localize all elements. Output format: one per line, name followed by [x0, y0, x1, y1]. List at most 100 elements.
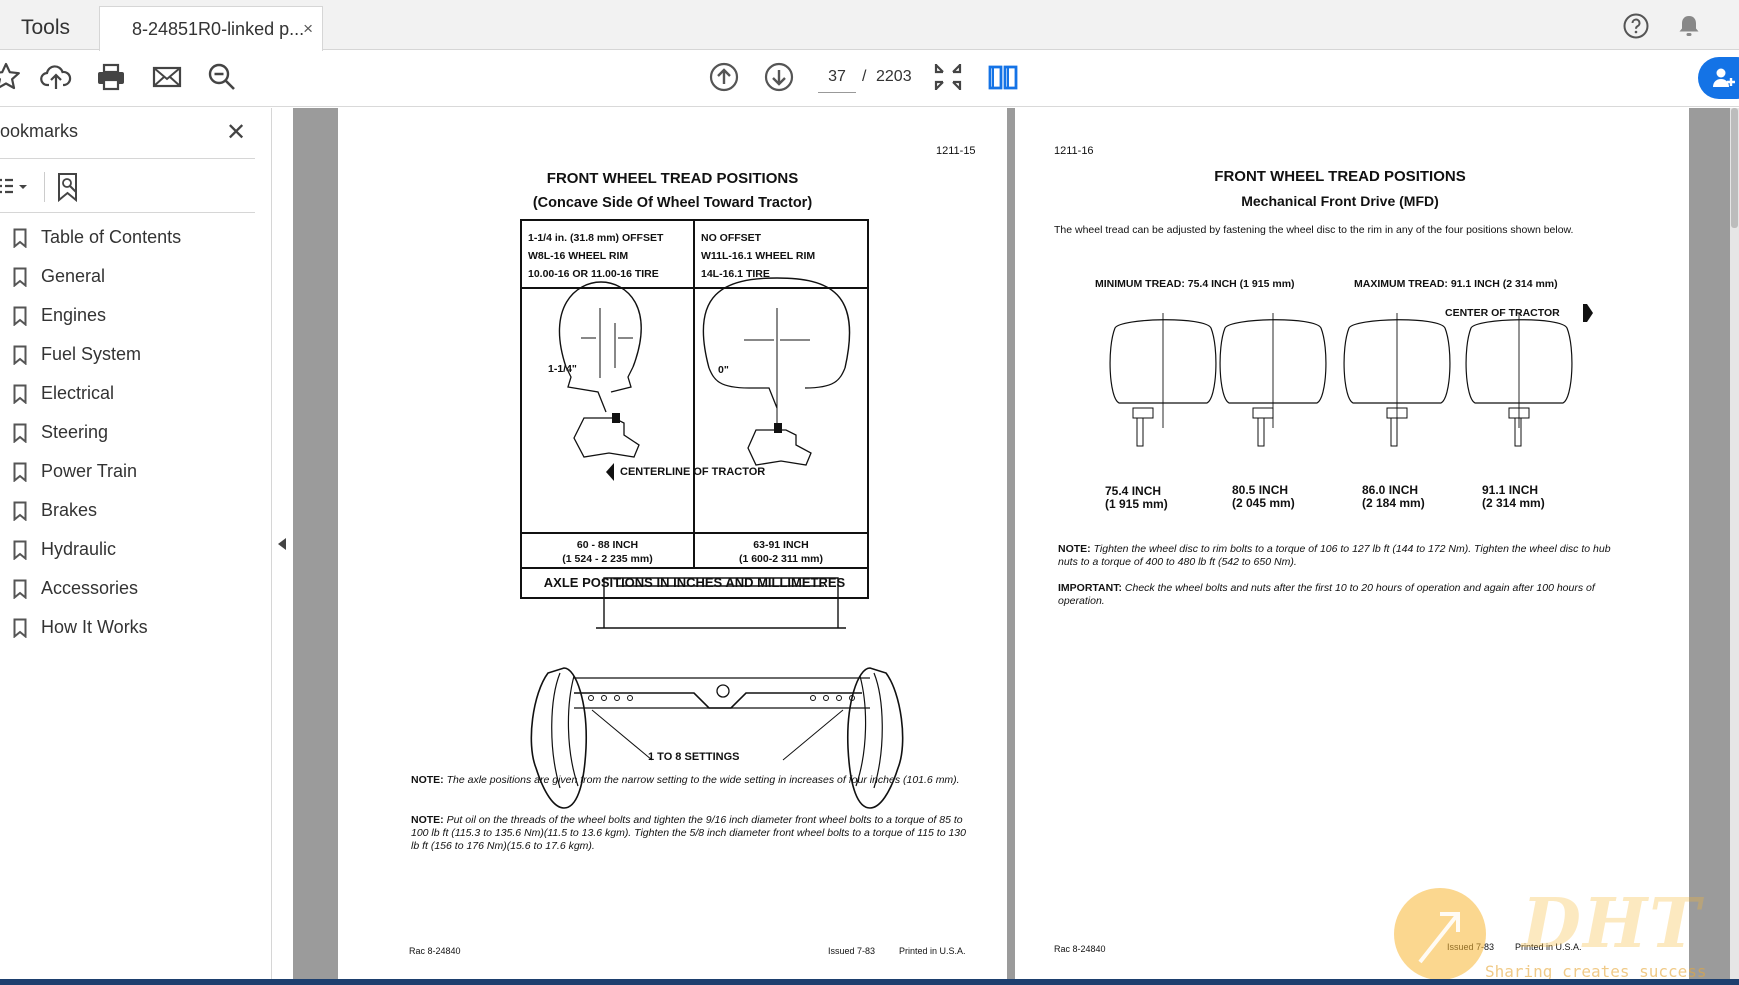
page-number-input[interactable]: 37	[818, 61, 856, 93]
bookmark-item-how-it-works[interactable]: How It Works	[0, 608, 272, 647]
bookmark-icon	[13, 540, 27, 560]
left-header-block: 1-1/4 in. (31.8 mm) OFFSET W8L-16 WHEEL …	[528, 229, 663, 283]
options-menu-icon[interactable]	[0, 174, 34, 200]
tab-tools[interactable]: Tools	[0, 6, 99, 50]
help-icon[interactable]	[1623, 13, 1649, 39]
position-inch: 91.1 INCH	[1482, 483, 1539, 497]
footer-ref: Rac 8-24840	[409, 946, 461, 956]
bookmark-item-power-train[interactable]: Power Train	[0, 452, 272, 491]
right-header-block: NO OFFSET W11L-16.1 WHEEL RIM 14L-16.1 T…	[701, 229, 815, 283]
bookmark-icon	[13, 462, 27, 482]
close-icon[interactable]: ×	[303, 19, 313, 38]
two-page-icon[interactable]	[987, 61, 1019, 93]
important-label: IMPORTANT:	[1058, 582, 1122, 594]
bookmark-label: Steering	[41, 422, 109, 442]
bookmark-icon	[13, 384, 27, 404]
right-header-line: 14L-16.1 TIRE	[701, 268, 770, 280]
main-toolbar: 37 / 2203	[0, 51, 1739, 107]
zoom-out-icon[interactable]	[206, 61, 238, 93]
bookmark-icon	[13, 345, 27, 365]
note-wheel-bolts: NOTE: Put oil on the threads of the whee…	[411, 814, 971, 853]
pdf-page-left: 1211-15 FRONT WHEEL TREAD POSITIONS (Con…	[338, 108, 1007, 985]
page-number: 1211-16	[1054, 145, 1094, 157]
important-text: Check the wheel bolts and nuts after the…	[1058, 582, 1595, 607]
bookmark-icon	[13, 228, 27, 248]
important-check: IMPORTANT: Check the wheel bolts and nut…	[1058, 582, 1618, 608]
bookmark-item-brakes[interactable]: Brakes	[0, 491, 272, 530]
note-label: NOTE:	[411, 814, 444, 826]
page-title: FRONT WHEEL TREAD POSITIONS	[546, 170, 799, 187]
page-up-icon[interactable]	[708, 61, 740, 93]
mfd-wheel-diagram	[1109, 304, 1593, 447]
panel-collapse-strip[interactable]	[272, 108, 293, 985]
settings-label: 1 TO 8 SETTINGS	[648, 751, 740, 763]
left-offset-label: 1-1/4"	[548, 363, 577, 375]
left-header-line: 10.00-16 OR 11.00-16 TIRE	[528, 268, 659, 280]
note-text: The axle positions are given from the na…	[446, 774, 960, 786]
note-label: NOTE:	[411, 774, 444, 786]
bookmark-list: Table of Contents General Engines Fuel S…	[0, 218, 272, 647]
footer-printed: Printed in U.S.A.	[899, 946, 966, 956]
panel-divider	[0, 158, 255, 159]
position-inch: 80.5 INCH	[1232, 483, 1289, 497]
tab-tools-label: Tools	[21, 16, 71, 39]
bookmark-label: Accessories	[41, 578, 139, 598]
bookmark-label: Table of Contents	[41, 227, 182, 247]
vertical-scrollbar[interactable]	[1730, 108, 1739, 985]
min-tread: MINIMUM TREAD: 75.4 INCH (1 915 mm)	[1095, 278, 1295, 290]
taskbar-strip	[0, 979, 1739, 985]
page-down-icon[interactable]	[763, 61, 795, 93]
footer-printed: Printed in U.S.A.	[1515, 942, 1582, 952]
bookmark-item-general[interactable]: General	[0, 257, 272, 296]
bookmark-icon	[13, 306, 27, 326]
left-header-line: 1-1/4 in. (31.8 mm) OFFSET	[528, 232, 664, 244]
tab-document[interactable]: 8-24851R0-linked p... ×	[99, 6, 323, 51]
position-mm: (2 184 mm)	[1362, 496, 1425, 510]
right-range-inch: 63-91 INCH	[753, 539, 809, 551]
position-inch: 86.0 INCH	[1362, 483, 1419, 497]
position-mm: (2 314 mm)	[1482, 496, 1545, 510]
left-range: 60 - 88 INCH (1 524 - 2 235 mm)	[521, 538, 694, 566]
close-panel-icon[interactable]: ✕	[226, 119, 247, 146]
bookmark-icon	[13, 579, 27, 599]
add-bookmark-icon[interactable]	[56, 172, 84, 202]
scrollbar-thumb[interactable]	[1731, 108, 1738, 228]
add-user-icon	[1713, 68, 1735, 87]
bookmark-label: Power Train	[41, 461, 138, 481]
star-icon[interactable]	[0, 61, 22, 93]
position-mm: (1 915 mm)	[1105, 497, 1168, 511]
bookmark-item-accessories[interactable]: Accessories	[0, 569, 272, 608]
note-axle-positions: NOTE: The axle positions are given from …	[411, 774, 971, 787]
bookmark-item-table-of-contents[interactable]: Table of Contents	[0, 218, 272, 257]
left-range-inch: 60 - 88 INCH	[576, 539, 639, 551]
page-subtitle: Mechanical Front Drive (MFD)	[1241, 193, 1439, 209]
tools-separator	[44, 172, 45, 202]
bookmark-item-steering[interactable]: Steering	[0, 413, 272, 452]
tab-bar: Tools 8-24851R0-linked p... ×	[0, 0, 1739, 51]
tread-position-1: 75.4 INCH (1 915 mm)	[1105, 485, 1168, 511]
max-tread: MAXIMUM TREAD: 91.1 INCH (2 314 mm)	[1354, 278, 1558, 290]
bookmark-label: Brakes	[41, 500, 98, 520]
bookmark-item-fuel-system[interactable]: Fuel System	[0, 335, 272, 374]
fit-page-icon[interactable]	[932, 61, 964, 93]
mail-icon[interactable]	[151, 61, 183, 93]
position-mm: (2 045 mm)	[1232, 496, 1295, 510]
page-subtitle: (Concave Side Of Wheel Toward Tractor)	[532, 195, 813, 211]
page-title: FRONT WHEEL TREAD POSITIONS	[1214, 168, 1466, 185]
collapse-arrow-icon[interactable]	[278, 538, 286, 550]
document-viewer[interactable]: 1211-15 FRONT WHEEL TREAD POSITIONS (Con…	[293, 108, 1739, 985]
upload-icon[interactable]	[40, 61, 72, 93]
footer-issued: Issued 7-83	[828, 946, 876, 956]
bookmark-item-hydraulic[interactable]: Hydraulic	[0, 530, 272, 569]
page-number: 1211-15	[936, 145, 976, 157]
bookmark-icon	[13, 618, 27, 638]
bookmark-label: Electrical	[41, 383, 115, 403]
right-range: 63-91 INCH (1 600-2 311 mm)	[694, 538, 868, 566]
bookmark-item-electrical[interactable]: Electrical	[0, 374, 272, 413]
print-icon[interactable]	[95, 61, 127, 93]
share-button[interactable]	[1698, 57, 1739, 99]
bookmark-icon	[13, 501, 27, 521]
bookmark-icon	[13, 267, 27, 287]
bell-icon[interactable]	[1676, 13, 1702, 39]
bookmark-item-engines[interactable]: Engines	[0, 296, 272, 335]
